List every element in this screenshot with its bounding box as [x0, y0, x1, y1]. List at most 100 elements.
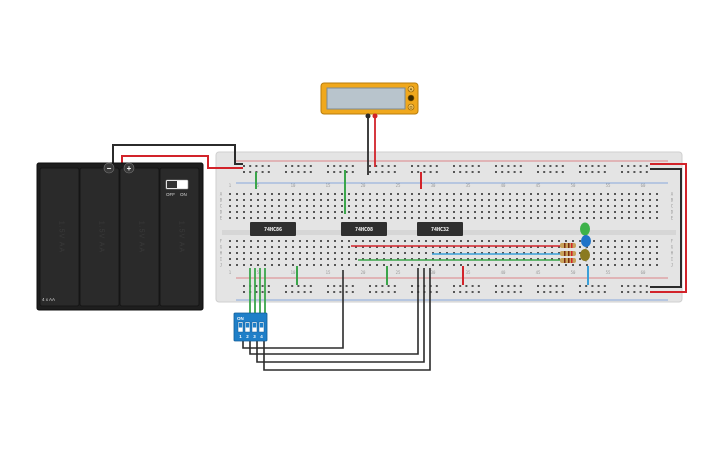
leds[interactable] — [580, 222, 591, 263]
multimeter-mode-ohm-button[interactable] — [407, 103, 415, 111]
dip-switch-number: 2 — [246, 334, 249, 339]
column-number: 30 — [431, 183, 436, 188]
dip-switch-lever[interactable] — [259, 323, 264, 328]
column-number: 45 — [536, 183, 541, 188]
column-number: 60 — [641, 270, 646, 275]
row-letter: C — [220, 204, 223, 209]
led-green[interactable] — [580, 222, 590, 236]
battery-cell-label: 1.5V AA — [138, 221, 145, 253]
column-number: 1 — [229, 183, 232, 188]
column-number: 20 — [361, 270, 366, 275]
column-number: 25 — [396, 183, 401, 188]
dip-switch-number: 1 — [239, 334, 242, 339]
led-blue[interactable] — [581, 235, 591, 247]
column-number: 10 — [291, 183, 296, 188]
column-number: 40 — [501, 270, 506, 275]
wire-black-loop-2[interactable] — [249, 268, 419, 355]
battery-cell-label: 1.5V AA — [58, 221, 65, 253]
row-letter: B — [220, 198, 223, 203]
multimeter-com-probe[interactable] — [365, 113, 371, 119]
chip-74hc86-label: 74HC86 — [264, 227, 282, 233]
battery-switch-slider[interactable] — [167, 181, 177, 188]
chip-74hc86[interactable]: 74HC86 — [250, 222, 296, 236]
row-letter: F — [671, 239, 674, 244]
column-number: 10 — [291, 270, 296, 275]
wire-rail-loop-black[interactable] — [650, 168, 682, 288]
column-number: 20 — [361, 183, 366, 188]
row-letter: D — [671, 210, 674, 215]
battery-plus-label: + — [127, 164, 132, 173]
row-letter: H — [220, 251, 223, 256]
resistor-bands — [564, 243, 573, 263]
dip-switch-lever[interactable] — [238, 323, 243, 328]
row-letter: A — [220, 192, 223, 197]
row-letter: G — [220, 245, 223, 250]
column-number: 55 — [606, 183, 611, 188]
resistors[interactable] — [560, 243, 576, 263]
column-number: 1 — [229, 270, 232, 275]
battery-cell-label: 1.5V AA — [98, 221, 105, 253]
battery-switch-on-label: ON — [180, 192, 187, 197]
wire-battery-negative[interactable] — [112, 144, 243, 165]
column-number: 15 — [326, 183, 331, 188]
multimeter[interactable]: A Ω — [320, 82, 419, 119]
wire-black-loop-3[interactable] — [256, 268, 425, 363]
row-letter: A — [671, 192, 674, 197]
wire-rail-loop-red[interactable] — [650, 163, 687, 293]
column-number: 45 — [536, 270, 541, 275]
row-letter: C — [671, 204, 674, 209]
column-number: 50 — [571, 183, 576, 188]
row-letter: J — [671, 263, 673, 268]
row-letter: D — [220, 210, 223, 215]
row-letter: E — [671, 216, 674, 221]
row-letter: I — [671, 257, 674, 262]
multimeter-positive-probe[interactable] — [372, 113, 378, 119]
column-number: 5 — [257, 270, 260, 275]
chip-74hc32[interactable]: 74HC32 — [417, 222, 463, 236]
battery-switch-off-label: OFF — [166, 192, 175, 197]
battery-cell — [119, 167, 160, 307]
multimeter-mode-v-button[interactable] — [407, 94, 415, 102]
wires — [112, 115, 687, 371]
column-number: 40 — [501, 183, 506, 188]
row-letter: G — [671, 245, 674, 250]
column-number: 25 — [396, 270, 401, 275]
multimeter-mode-a-button[interactable] — [407, 85, 415, 93]
chip-74hc08-label: 74HC08 — [355, 227, 373, 233]
dip-on-label: ON — [237, 316, 244, 321]
chip-74hc08[interactable]: 74HC08 — [341, 222, 387, 236]
row-letter: B — [671, 198, 674, 203]
multimeter-display — [326, 87, 406, 110]
dip-switch-number: 3 — [253, 334, 256, 339]
column-numbers: 1155101015152020252530303535404045455050… — [229, 183, 646, 275]
wire-black-loop-1[interactable] — [242, 270, 344, 349]
column-number: 30 — [431, 270, 436, 275]
column-number: 15 — [326, 270, 331, 275]
wire-black-loop-4[interactable] — [263, 268, 431, 371]
row-letter: I — [220, 257, 223, 262]
battery-positive-terminal[interactable] — [123, 162, 135, 174]
column-number: 55 — [606, 270, 611, 275]
column-number: 50 — [571, 270, 576, 275]
battery-negative-terminal[interactable] — [103, 162, 115, 174]
wire-battery-positive[interactable] — [121, 155, 243, 169]
dip-switch-lever[interactable] — [252, 323, 257, 328]
battery-minus-label: − — [107, 164, 112, 173]
battery-cell-label: 1.5V AA — [178, 221, 185, 253]
battery-cell — [79, 167, 120, 307]
battery-cells: 1.5V AA 1.5V AA 1.5V AA 1.5V AA — [39, 167, 200, 307]
dip-switch-lever[interactable] — [245, 323, 250, 328]
battery-pack-label: 4 x AA — [42, 297, 55, 302]
dip-switch-number: 4 — [260, 334, 263, 339]
breadboard-holes — [229, 165, 658, 293]
multimeter-ohm-label: Ω — [410, 105, 413, 110]
battery-cell — [159, 167, 200, 307]
chip-74hc32-label: 74HC32 — [431, 227, 449, 233]
led-olive[interactable] — [580, 249, 590, 261]
column-number: 35 — [466, 183, 471, 188]
